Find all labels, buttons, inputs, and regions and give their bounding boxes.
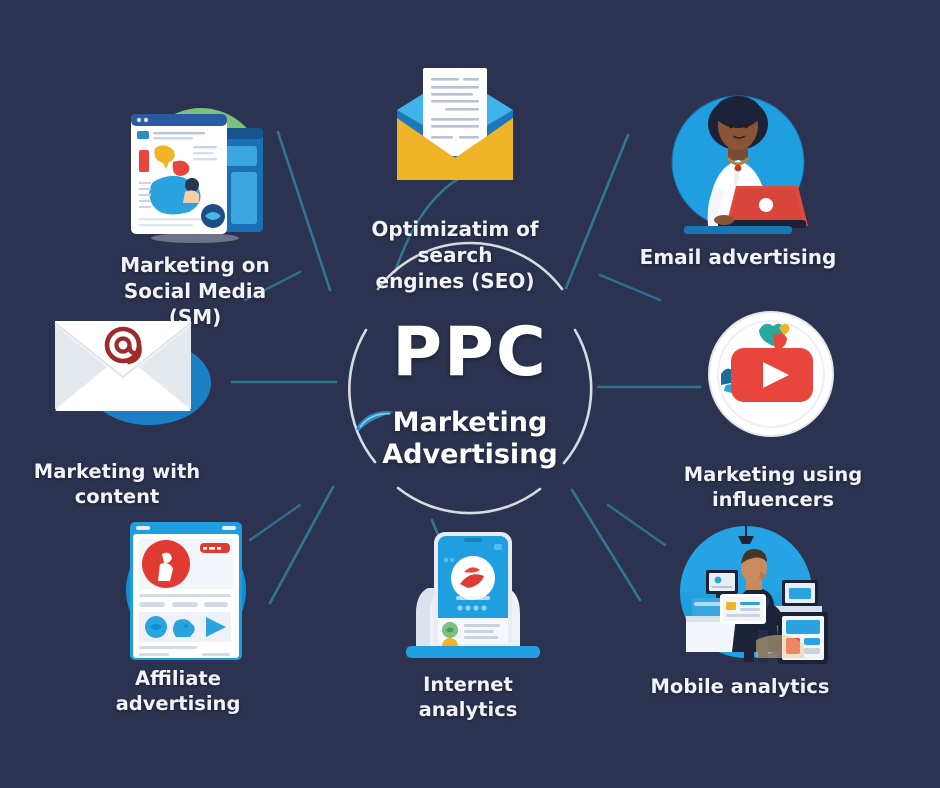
node-internet-analytics[interactable]: Internet analytics: [378, 518, 558, 723]
hub-title: PPC: [392, 313, 548, 393]
node-label-seo: Optimizatim of search engines (SEO): [371, 217, 539, 293]
connector-email: [564, 133, 630, 290]
node-mobile-analytics[interactable]: Mobile analytics: [640, 520, 840, 699]
hub-center: PPC Marketing Advertising: [290, 285, 650, 505]
hub-subtitle-line2: Advertising: [382, 439, 558, 470]
swoosh-icon: [356, 411, 395, 432]
node-label-social-media: Marketing on Social Media (SM): [120, 253, 270, 329]
hub-subtitle-wrap: Marketing Advertising: [356, 407, 558, 471]
connector-mobile: [570, 488, 642, 602]
node-label-mobile-analytics: Mobile analytics: [650, 675, 830, 698]
node-label-email-advertising: Email advertising: [639, 245, 837, 269]
dashboard-charts-icon: [115, 98, 275, 248]
hub-subtitle-line1: Marketing: [392, 407, 548, 439]
man-screens-icon: [660, 520, 828, 670]
smartphone-stand-icon: [388, 518, 548, 668]
node-label-internet-analytics: Internet analytics: [418, 673, 518, 722]
youtube-play-icon: [693, 308, 853, 458]
node-influencer-marketing[interactable]: Marketing using influencers: [678, 308, 868, 513]
node-affiliate-advertising[interactable]: Affiliate advertising: [78, 512, 278, 717]
envelope-document-icon: [375, 62, 535, 212]
node-seo[interactable]: Optimizatim of search engines (SEO): [350, 62, 560, 294]
woman-laptop-icon: [658, 90, 818, 240]
node-label-content-marketing: Marketing with content: [33, 460, 201, 509]
node-social-media[interactable]: Marketing on Social Media (SM): [95, 98, 295, 330]
node-email-advertising[interactable]: Email advertising: [638, 90, 838, 270]
mobile-feed-icon: [98, 512, 258, 662]
node-content-marketing[interactable]: Marketing with content: [22, 305, 212, 510]
node-label-influencer-marketing: Marketing using influencers: [683, 463, 863, 512]
at-envelope-icon: [37, 305, 211, 455]
node-label-affiliate-advertising: Affiliate advertising: [115, 667, 241, 716]
